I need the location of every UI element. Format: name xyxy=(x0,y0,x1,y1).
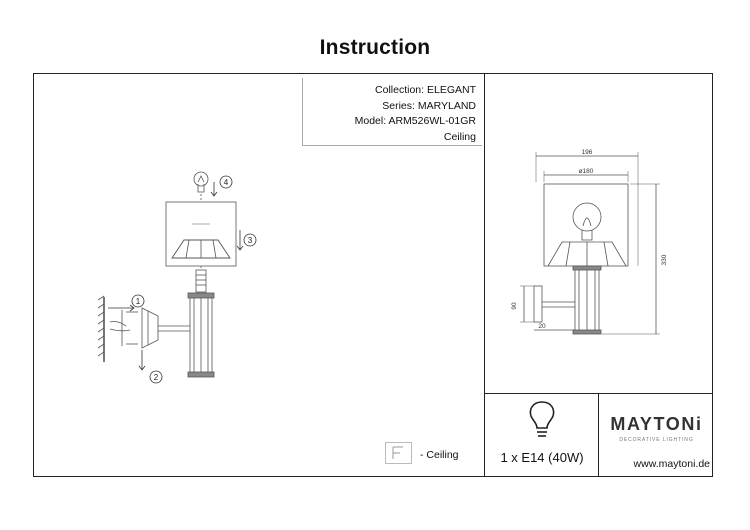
divider-vertical xyxy=(484,73,485,477)
brand-tagline: DECORATIVE LIGHTING xyxy=(619,437,694,443)
instruction-diagram: 4 3 1 2 xyxy=(97,149,668,384)
instruction-frame xyxy=(33,73,713,477)
lamp-power-label: 1 x E14 (40W) xyxy=(500,450,584,465)
step-2-label: 2 xyxy=(154,373,159,382)
dim-base-depth: 20 xyxy=(538,323,546,330)
mount-type-label: Ceiling xyxy=(443,130,476,143)
step-1-label: 1 xyxy=(136,297,141,306)
dim-width-total: 196 xyxy=(582,149,593,156)
mount-legend-label: - Ceiling xyxy=(420,449,459,461)
ceiling-mount-icon xyxy=(385,442,412,464)
step-markers xyxy=(108,175,257,384)
assembly-view xyxy=(97,171,237,378)
page-title: Instruction xyxy=(319,36,431,59)
collection-label: Collection: ELEGANT xyxy=(375,84,476,96)
product-info-box: Collection: ELEGANT Series: MARYLAND Mod… xyxy=(302,78,482,146)
step-4-label: 4 xyxy=(224,178,229,187)
divider-horizontal xyxy=(485,393,713,394)
wall-hatch xyxy=(97,295,105,362)
divider-vertical-footer xyxy=(598,393,599,477)
dimension-view xyxy=(520,152,660,335)
lightbulb-icon xyxy=(522,398,562,447)
brand-url: www.maytoni.de xyxy=(633,458,710,470)
model-label: Model: ARM526WL-01GR xyxy=(354,115,476,127)
brand-logo: MAYTONi xyxy=(610,414,703,434)
dim-height-total: 330 xyxy=(661,254,668,265)
dim-base-height: 90 xyxy=(511,302,518,310)
series-label: Series: MARYLAND xyxy=(382,99,476,112)
step-3-label: 3 xyxy=(248,236,253,245)
dim-shade-diameter: ø180 xyxy=(579,168,594,175)
